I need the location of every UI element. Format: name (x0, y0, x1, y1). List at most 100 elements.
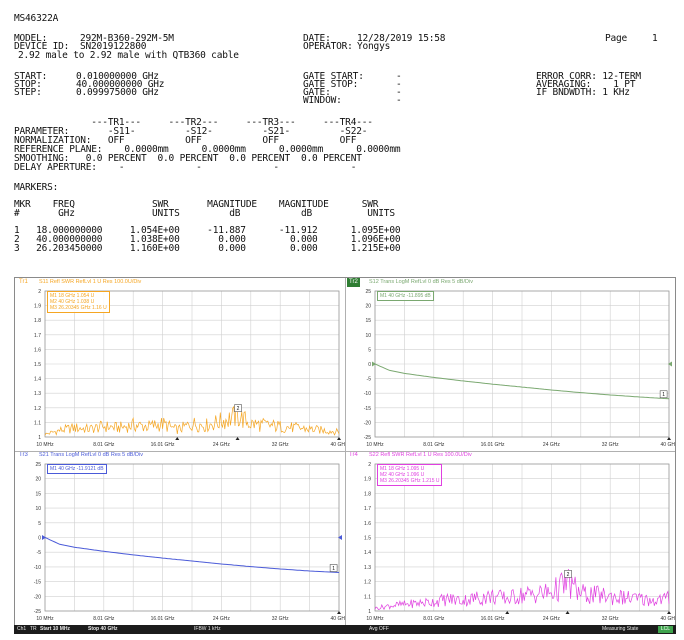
marker-triangle (337, 437, 341, 440)
start-label: START: (14, 71, 48, 82)
status-lcl-badge: LCL (657, 626, 673, 633)
trace-header: Tr1 S11 Refl SWR RefLvl 1 U Res 100.0U/Di… (15, 278, 345, 287)
averaging: AVERAGING: 1 PT (536, 79, 636, 90)
page-label: Page (605, 33, 628, 44)
y-tick-label: 1.4 (34, 377, 41, 383)
y-tick-label: 25 (365, 289, 371, 295)
y-tick-label: -20 (364, 420, 371, 426)
y-tick-label: -10 (34, 565, 41, 571)
y-tick-label: 1 (368, 609, 371, 615)
gate-start-label: GATE START: (303, 71, 364, 82)
gate-stop-label: GATE STOP: (303, 79, 359, 90)
y-tick-label: 1.2 (364, 580, 371, 586)
x-tick-label: 8.01 GHz (423, 616, 445, 622)
x-tick-label: 40 GHz (331, 442, 345, 448)
y-tick-label: 1.5 (364, 536, 371, 542)
panel-divider (15, 451, 675, 452)
device-id-value: SN2019122800 (80, 41, 147, 52)
marker-triangle (667, 611, 671, 614)
device-description: 2.92 male to 2.92 male with QTB360 cable (18, 50, 239, 61)
y-tick-label: -25 (34, 609, 41, 615)
trace-panel-4[interactable]: Tr4 S22 Refl SWR RefLvl 1 U Res 100.0U/Di… (345, 451, 675, 625)
trace-title: S22 Refl SWR RefLvl 1 U Res 100.0U/Div (369, 452, 472, 458)
status-ifbw[interactable]: IFBW 1 kHz (194, 626, 221, 632)
gate-stop-value: - (396, 79, 402, 90)
date-value: 12/28/2019 15:58 (357, 33, 446, 44)
stop-label: STOP: (14, 79, 42, 90)
y-tick-label: 10 (35, 506, 41, 512)
y-tick-label: -15 (364, 406, 371, 412)
trace-panel-1[interactable]: Tr1 S11 Refl SWR RefLvl 1 U Res 100.0U/Di… (15, 278, 345, 451)
trace-marker-box (234, 404, 242, 412)
marker-header-row: # GHz UNITS dB dB UNITS (14, 208, 395, 219)
marker-readout: M1 40 GHz -11.895 dB (377, 291, 434, 301)
y-tick-label: 1.8 (364, 491, 371, 497)
marker-row: 1 18.000000000 1.054E+00 -11.887 -11.912… (14, 225, 401, 236)
x-tick-label: 32 GHz (272, 442, 289, 448)
x-tick-label: 10 MHz (366, 616, 384, 622)
marker-triangle (235, 437, 240, 440)
gate-start-value: - (396, 71, 402, 82)
y-tick-label: 20 (35, 477, 41, 483)
x-tick-label: 16.01 GHz (151, 442, 175, 448)
x-tick-label: 10 MHz (36, 616, 54, 622)
marker-readout-line: M1 18 GHz 1.095 U (380, 466, 425, 472)
gate-label: GATE: (303, 87, 331, 98)
trace-marker-label: 2 (567, 572, 570, 578)
trace-line (44, 404, 340, 436)
trace-title: S11 Refl SWR RefLvl 1 U Res 100.0U/Div (39, 279, 142, 285)
trace-line (44, 537, 340, 573)
marker-readout-line: M3 26.20345 GHz 1.16 U (50, 305, 107, 311)
marker-readout-line: M2 40 GHz 1.096 U (380, 472, 425, 478)
x-tick-label: 40 GHz (661, 442, 675, 448)
y-tick-label: 1.3 (34, 391, 41, 397)
header-id: MS46322A (14, 13, 59, 24)
trace-tag[interactable]: Tr3 (19, 452, 28, 458)
y-tick-label: 1 (38, 435, 41, 441)
report-header: MS46322A MODEL: 292M-B360-292M-5M DEVICE… (0, 0, 684, 275)
plot-grid (374, 290, 670, 438)
x-tick-label: 32 GHz (602, 442, 619, 448)
trace-tag[interactable]: Tr1 (19, 279, 28, 285)
status-channel[interactable]: Ch1 (17, 626, 27, 632)
status-start[interactable]: Start 10 MHz (40, 626, 71, 632)
x-tick-label: 32 GHz (272, 616, 289, 622)
x-tick-label: 10 MHz (366, 442, 384, 448)
trace-tag[interactable]: Tr4 (349, 452, 358, 458)
marker-readout-line: M2 40 GHz 1.038 U (50, 299, 95, 305)
y-tick-label: 1.4 (364, 550, 371, 556)
status-avg[interactable]: Avg OFF (369, 626, 389, 632)
device-id-label: DEVICE ID: (14, 41, 70, 52)
x-tick-label: 8.01 GHz (423, 442, 445, 448)
trace-tag[interactable]: Tr2 (347, 278, 360, 287)
status-trace[interactable]: TR (30, 626, 37, 632)
y-tick-label: 15 (365, 318, 371, 324)
gate-value: - (396, 87, 402, 98)
y-tick-label: 1.7 (364, 506, 371, 512)
x-tick-label: 8.01 GHz (93, 616, 115, 622)
status-stop[interactable]: Stop 40 GHz (88, 626, 118, 632)
vna-display: Tr1 S11 Refl SWR RefLvl 1 U Res 100.0U/Di… (14, 277, 676, 626)
marker-readout-line: M1 40 GHz -11.9121 dB (50, 466, 104, 472)
parameter-row: PARAMETER: -S11- -S12- -S21- -S22- (14, 126, 368, 137)
y-tick-label: 25 (35, 462, 41, 468)
operator-label: OPERATOR: (303, 41, 353, 52)
reference-level-arrow (668, 361, 672, 367)
x-tick-label: 16.01 GHz (151, 616, 175, 622)
trace-marker-box (659, 390, 668, 399)
window-label: WINDOW: (303, 95, 342, 106)
marker-triangle (667, 437, 671, 440)
y-tick-label: -5 (37, 550, 42, 556)
marker-readout: M1 40 GHz -11.9121 dB (47, 464, 107, 474)
reference-level-arrow (338, 535, 342, 540)
y-tick-label: 1.3 (364, 565, 371, 571)
trace-header: Tr4 S22 Refl SWR RefLvl 1 U Res 100.0U/Di… (345, 451, 675, 460)
marker-row: 2 40.000000000 1.038E+00 0.000 0.000 1.0… (14, 234, 401, 245)
y-tick-label: 0 (368, 362, 371, 368)
marker-readout-line: M1 40 GHz -11.895 dB (380, 293, 431, 299)
